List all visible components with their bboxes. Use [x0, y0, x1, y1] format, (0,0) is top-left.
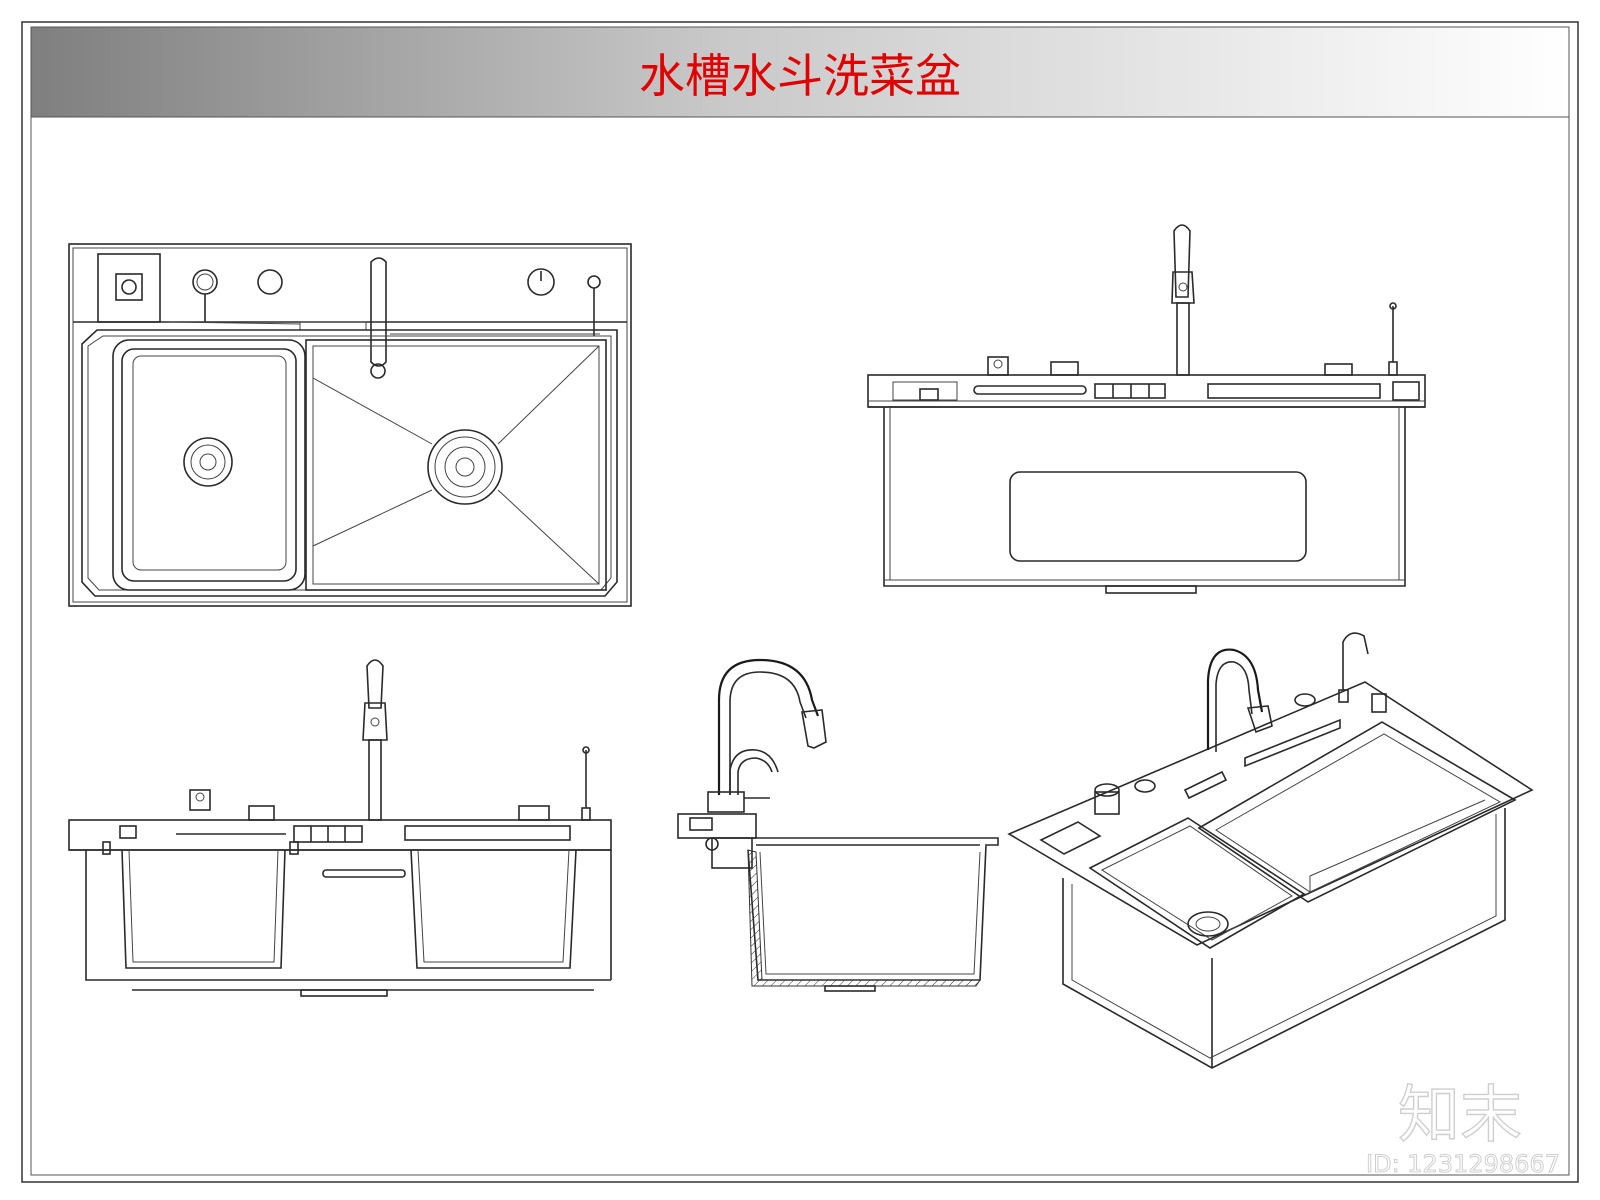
- top-plan-view: [68, 243, 632, 607]
- page-title: 水槽水斗洗菜盆: [639, 49, 961, 103]
- isometric-view: [1007, 632, 1534, 1069]
- watermark-logo: 知末: [1398, 1078, 1522, 1151]
- side-view: [677, 658, 999, 992]
- inner-frame: [30, 26, 1570, 1176]
- title-bar: 水槽水斗洗菜盆: [30, 26, 1570, 118]
- outer-frame: [21, 21, 1579, 1183]
- image-id-label: ID: 1231298667: [1366, 1150, 1560, 1178]
- front-elevation-view: [867, 224, 1426, 594]
- section-view: [68, 659, 612, 997]
